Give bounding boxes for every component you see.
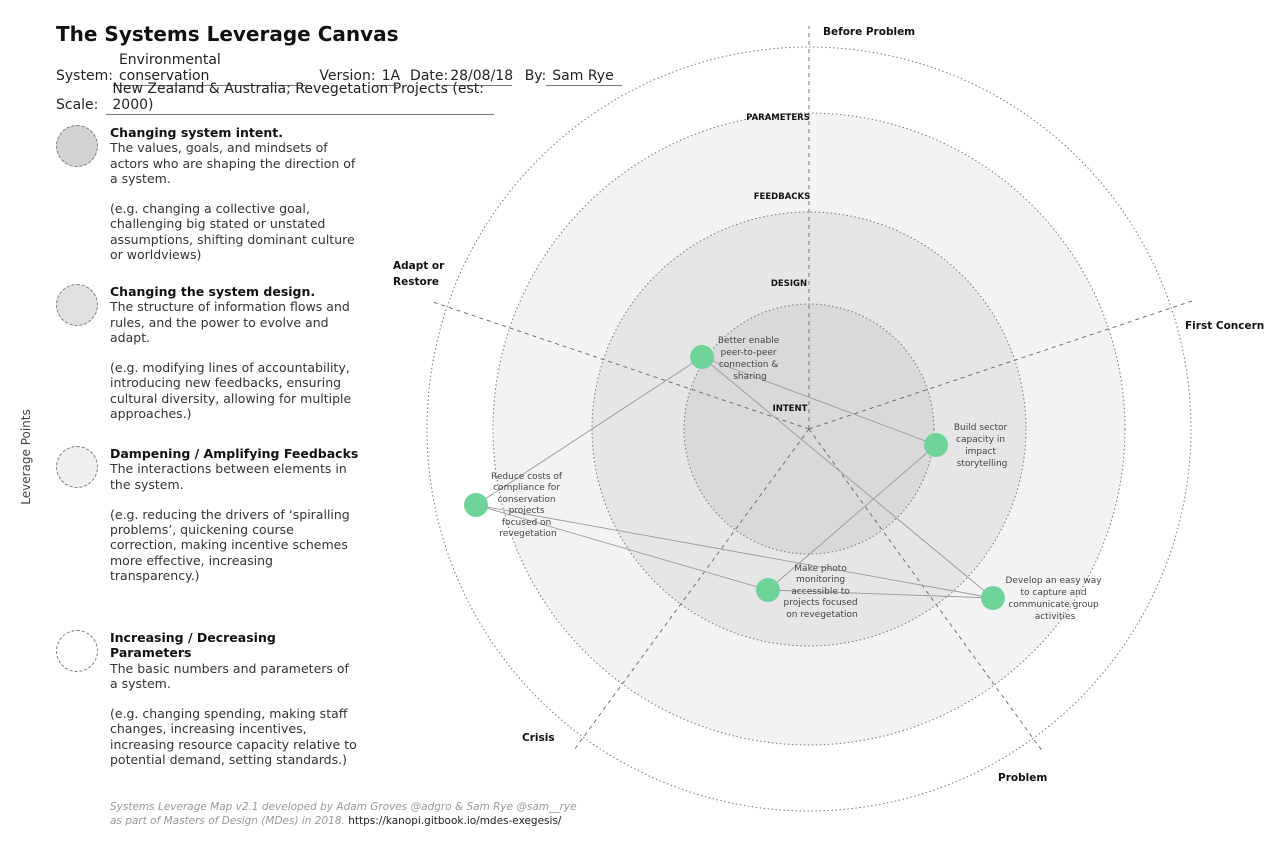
axis-lines: [429, 26, 1193, 753]
system-field[interactable]: Environmental conservation: [112, 52, 307, 86]
axis-adapt-restore: [429, 300, 810, 430]
legend-heading: Increasing / Decreasing Parameters: [110, 630, 276, 661]
node-photo-monitoring[interactable]: [756, 578, 780, 602]
legend-heading: Dampening / Amplifying Feedbacks: [110, 446, 359, 461]
legend-heading: Changing system intent.: [110, 125, 283, 140]
connection-line: [767, 589, 994, 599]
design-swatch-icon: [56, 284, 98, 326]
node-compliance-costs[interactable]: [464, 493, 488, 517]
direction-problem: Problem: [998, 772, 1047, 784]
feedbacks-swatch-icon: [56, 446, 98, 488]
direction-first-concern: First Concern: [1185, 320, 1264, 332]
axis-crisis: [573, 428, 810, 751]
legend-description: The structure of information flows and r…: [110, 299, 350, 345]
ring-label-design: DESIGN: [771, 279, 807, 289]
legend-description: The basic numbers and parameters of a sy…: [110, 660, 349, 691]
meta-row-scale: Scale: New Zealand & Australia; Revegetat…: [56, 81, 502, 115]
node-label-peer-sharing: Better enable peer-to-peer connection & …: [718, 336, 782, 382]
direction-crisis: Crisis: [522, 732, 555, 744]
canvas-title: The Systems Leverage Canvas: [56, 22, 399, 46]
date-label: Date:: [410, 68, 449, 84]
node-group-activities[interactable]: [981, 586, 1005, 610]
node-peer-sharing[interactable]: [690, 345, 714, 369]
date-field[interactable]: 28/08/18: [444, 68, 513, 86]
version-label: Version:: [319, 68, 376, 84]
direction-restore: Restore: [393, 276, 439, 288]
legend-example: (e.g. changing a collective goal, challe…: [110, 201, 355, 263]
axis-first-concern: [808, 300, 1193, 430]
node-label-compliance-costs: Reduce costs of compliance for conservat…: [491, 472, 565, 539]
legend-feedbacks-text: Dampening / Amplifying Feedbacks The int…: [110, 446, 360, 583]
legend-description: The values, goals, and mindsets of actor…: [110, 140, 356, 186]
legend-example: (e.g. modifying lines of accountability,…: [110, 360, 352, 422]
legend-description: The interactions between elements in the…: [110, 461, 347, 492]
credit-link[interactable]: https://kanopi.gitbook.io/mdes-exegesis/: [348, 815, 562, 827]
system-label: System:: [56, 68, 113, 84]
connection-line: [701, 356, 994, 599]
scale-label: Scale:: [56, 97, 99, 113]
ring-label-intent: INTENT: [773, 404, 808, 414]
ring-label-parameters: PARAMETERS: [746, 113, 810, 123]
legend-intent-text: Changing system intent. The values, goal…: [110, 125, 360, 262]
parameters-swatch-icon: [56, 630, 98, 672]
connection-line: [475, 356, 703, 506]
by-label: By:: [524, 68, 547, 84]
axis-problem: [808, 428, 1044, 753]
meta-row-system: System:Environmental conservation Versio…: [56, 52, 630, 86]
node-storytelling[interactable]: [924, 433, 948, 457]
direction-adapt: Adapt or: [393, 260, 445, 272]
connection-line: [475, 504, 769, 591]
ring-label-feedbacks: FEEDBACKS: [754, 192, 810, 202]
legend-parameters-text: Increasing / Decreasing Parameters The b…: [110, 630, 360, 767]
direction-before-problem: Before Problem: [823, 26, 915, 38]
connection-line: [701, 356, 937, 446]
legend-design-text: Changing the system design. The structur…: [110, 284, 360, 421]
connection-lines: [475, 356, 994, 599]
by-field[interactable]: Sam Rye: [546, 68, 623, 86]
credit-text: Systems Leverage Map v2.1 developed by A…: [110, 801, 577, 827]
connection-line: [767, 444, 937, 591]
node-label-group-activities: Develop an easy way to capture and commu…: [1006, 576, 1105, 622]
connection-line: [475, 504, 994, 599]
legend-heading: Changing the system design.: [110, 284, 316, 299]
footer-credit: Systems Leverage Map v2.1 developed by A…: [110, 800, 590, 828]
scale-field[interactable]: New Zealand & Australia; Revegetation Pr…: [106, 81, 495, 115]
legend-example: (e.g. reducing the drivers of ‘spirallin…: [110, 506, 350, 584]
version-field[interactable]: 1A: [375, 68, 400, 86]
intent-swatch-icon: [56, 125, 98, 167]
legend-example: (e.g. changing spending, making staff ch…: [110, 706, 357, 768]
node-label-storytelling: Build sector capacity in impact storytel…: [954, 423, 1010, 469]
node-label-photo-monitoring: Make photo monitoring accessible to proj…: [784, 564, 861, 620]
